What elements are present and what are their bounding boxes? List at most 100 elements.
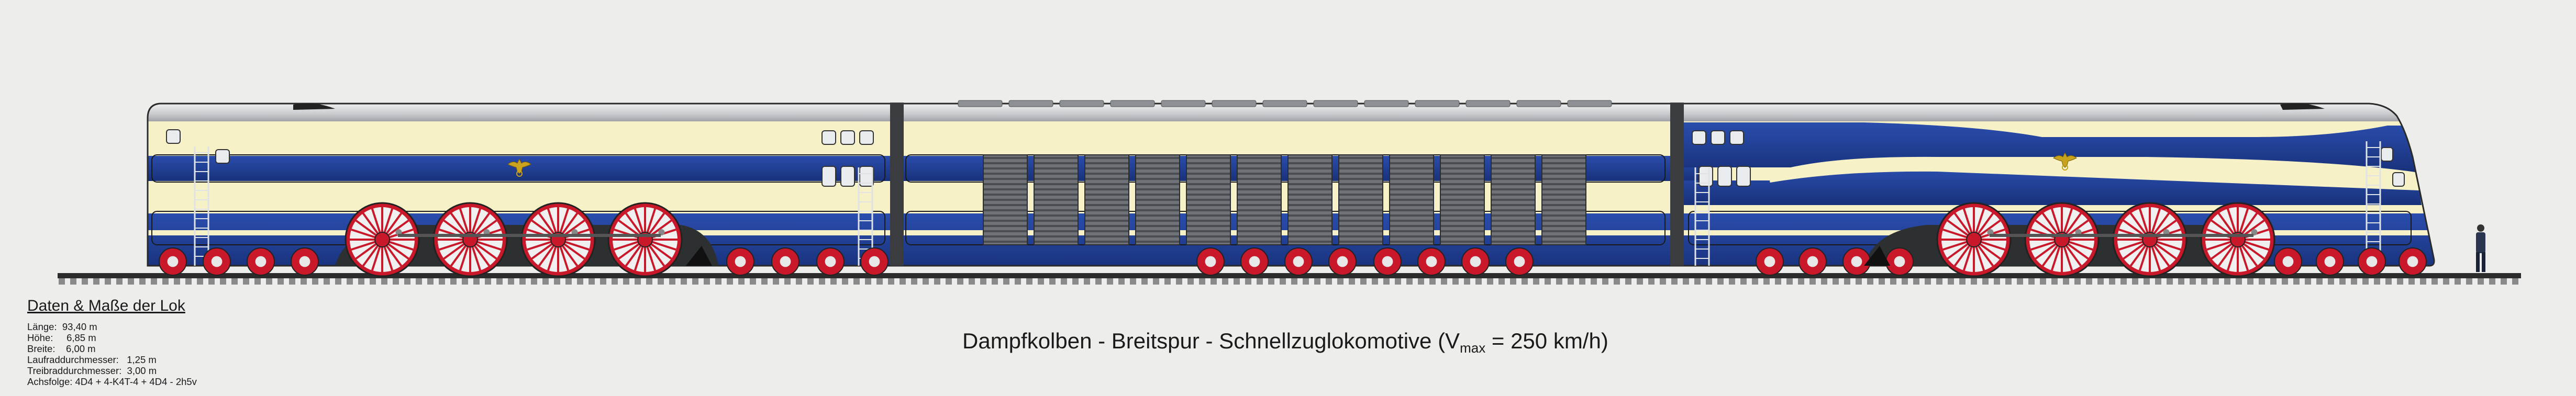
sleeper	[957, 278, 963, 285]
sleeper	[404, 278, 410, 285]
spec-running-wheel-diameter: Laufraddurchmesser: 1,25 m	[27, 354, 157, 365]
sleeper	[1752, 278, 1758, 285]
sleeper	[1141, 278, 1148, 285]
caption-text: Dampfkolben - Breitspur - Schnellzugloko…	[962, 329, 1460, 353]
driver-wheel-icon	[432, 202, 508, 277]
specs-panel: Daten & Maße der Lok Länge: 93,40 m Höhe…	[27, 297, 197, 387]
sleeper	[681, 278, 687, 285]
sleeper	[2420, 278, 2426, 285]
sleeper	[1556, 278, 1562, 285]
sleeper	[2385, 278, 2392, 285]
sleeper	[750, 278, 756, 285]
roof-vents	[958, 100, 1612, 107]
grille-panel	[1287, 154, 1333, 245]
sleeper	[2247, 278, 2253, 285]
spec-length: Länge: 93,40 m	[27, 321, 97, 332]
sleeper	[1072, 278, 1079, 285]
running-wheel-icon	[1196, 247, 1225, 276]
sleeper	[2005, 278, 2012, 285]
sleeper	[289, 278, 295, 285]
eagle-emblem-icon	[507, 158, 531, 177]
sleeper	[381, 278, 387, 285]
sleeper	[1164, 278, 1171, 285]
sleeper	[2178, 278, 2184, 285]
sleeper	[93, 278, 99, 285]
window	[215, 149, 230, 164]
sleeper	[1982, 278, 1989, 285]
sleeper	[2293, 278, 2300, 285]
running-wheel-icon	[1240, 247, 1269, 276]
running-wheel-icon	[159, 247, 187, 276]
sleeper	[2270, 278, 2277, 285]
sleeper	[496, 278, 503, 285]
sleeper	[1533, 278, 1539, 285]
driver-wheel-icon	[1936, 202, 2012, 277]
sleeper	[2201, 278, 2207, 285]
sleeper	[462, 278, 468, 285]
sleeper	[1498, 278, 1505, 285]
sleeper	[1372, 278, 1378, 285]
caption-subscript: max	[1460, 340, 1486, 356]
sleeper	[1591, 278, 1597, 285]
sleeper	[565, 278, 572, 285]
driver-wheel-icon	[2200, 202, 2275, 277]
sleeper	[2328, 278, 2334, 285]
roof-vent	[1161, 100, 1206, 107]
sleeper	[2236, 278, 2242, 285]
sleeper	[393, 278, 399, 285]
window	[1692, 130, 1706, 145]
sleeper	[2455, 278, 2461, 285]
sleeper	[416, 278, 422, 285]
sleeper	[1959, 278, 1966, 285]
sleeper	[174, 278, 180, 285]
running-wheel-icon	[247, 247, 275, 276]
sleeper	[554, 278, 560, 285]
sleeper	[197, 278, 203, 285]
sleeper	[208, 278, 215, 285]
sleeper	[2109, 278, 2115, 285]
sleeper	[704, 278, 710, 285]
sleeper	[2213, 278, 2219, 285]
sleeper	[1222, 278, 1228, 285]
roof-vent	[1059, 100, 1104, 107]
engine-grilles	[983, 154, 1586, 245]
sleeper	[1349, 278, 1355, 285]
sleeper	[2316, 278, 2323, 285]
sleeper	[923, 278, 929, 285]
sleeper	[635, 278, 641, 285]
sleeper	[1844, 278, 1850, 285]
spec-driver-wheel-diameter: Treibraddurchmesser: 3,00 m	[27, 365, 157, 376]
sleeper	[1579, 278, 1585, 285]
section-joint-front	[1670, 103, 1684, 266]
running-wheel-icon	[2274, 247, 2302, 276]
sleeper	[151, 278, 157, 285]
sleeper	[1568, 278, 1574, 285]
sleeper	[1303, 278, 1309, 285]
ladder-icon	[1694, 167, 1710, 266]
grille-panel	[1186, 154, 1231, 245]
sleeper	[324, 278, 330, 285]
section-joint-rear	[890, 103, 904, 266]
running-wheel-icon	[1505, 247, 1534, 276]
sleeper	[1902, 278, 1908, 285]
sleeper	[1545, 278, 1551, 285]
driver-wheel-icon	[607, 202, 683, 277]
running-wheel-icon	[860, 247, 889, 276]
grille-panel	[1440, 154, 1485, 245]
sleeper	[1153, 278, 1159, 285]
sleeper	[519, 278, 526, 285]
running-wheel-icon	[2316, 247, 2344, 276]
sleeper	[830, 278, 837, 285]
roof-vent	[1008, 100, 1053, 107]
sleeper	[715, 278, 721, 285]
locomotive-body	[147, 100, 2435, 267]
sleeper	[773, 278, 779, 285]
running-wheel-icon	[2399, 247, 2427, 276]
running-wheel-icon	[771, 247, 800, 276]
sleeper	[1199, 278, 1205, 285]
sleeper	[1637, 278, 1643, 285]
sleeper	[59, 278, 65, 285]
sleeper	[2074, 278, 2081, 285]
roof-vent	[1212, 100, 1257, 107]
sleeper	[1856, 278, 1862, 285]
